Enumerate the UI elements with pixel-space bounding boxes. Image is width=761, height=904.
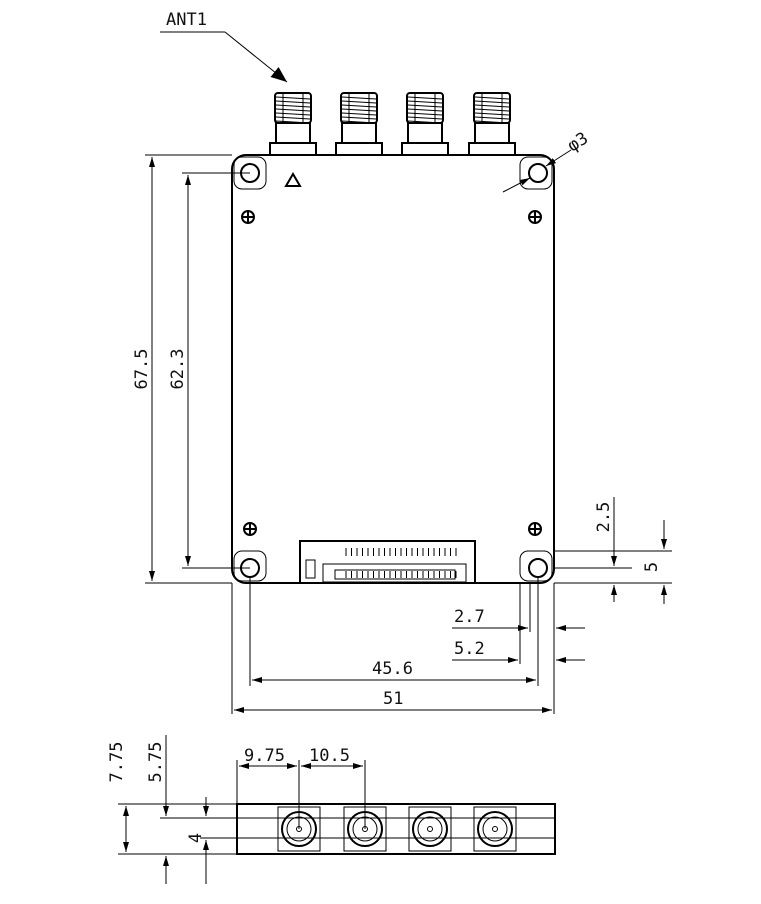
dimension-right-offsets: 2.5 5 bbox=[554, 497, 672, 604]
offset-side-label: 5 bbox=[642, 562, 662, 572]
side-height-b-label: 5.75 bbox=[146, 742, 166, 783]
edge-offset-b-label: 5.2 bbox=[454, 639, 485, 659]
dimension-side-height-a: 7.75 bbox=[107, 742, 237, 855]
connector-pitch-label: 10.5 bbox=[309, 746, 350, 766]
connector-pitch-first-label: 9.75 bbox=[244, 746, 285, 766]
dimension-edge-offset-b: 5.2 bbox=[452, 639, 585, 663]
sma-connectors bbox=[269, 92, 516, 156]
side-body bbox=[236, 803, 556, 855]
hole-diameter-leader: φ3 bbox=[502, 128, 592, 193]
antenna-label: ANT1 bbox=[166, 10, 207, 30]
sma-connector-icon bbox=[335, 92, 383, 156]
sma-connector-front-icon bbox=[473, 806, 517, 852]
width-holes-label: 45.6 bbox=[372, 659, 413, 679]
dimension-edge-offset-a: 2.7 bbox=[452, 607, 585, 631]
top-view: ANT1 φ3 67.5 62.3 2.5 bbox=[132, 10, 672, 714]
screw-icon bbox=[243, 522, 257, 536]
sma-connector-icon bbox=[401, 92, 449, 156]
dimension-side-height-b: 5.75 bbox=[146, 735, 237, 884]
module-body bbox=[231, 154, 555, 584]
screw-icon bbox=[528, 210, 542, 224]
screw-icon bbox=[241, 210, 255, 224]
dimension-height-overall: 67.5 bbox=[132, 154, 232, 584]
width-overall-label: 51 bbox=[383, 689, 403, 709]
fpc-connector bbox=[299, 540, 476, 584]
side-view: 9.75 10.5 7.75 5.75 4 bbox=[107, 735, 556, 884]
dimension-width-holes: 45.6 bbox=[252, 659, 536, 683]
height-overall-label: 67.5 bbox=[132, 349, 152, 390]
mounting-hole-bottom-right bbox=[519, 550, 553, 582]
offset-top-small-label: 2.5 bbox=[594, 502, 614, 533]
sma-connector-icon bbox=[269, 92, 317, 156]
pin1-triangle-icon bbox=[284, 172, 302, 187]
dimension-connector-pitch: 9.75 10.5 bbox=[236, 746, 366, 829]
dimension-width-overall: 51 bbox=[234, 689, 552, 713]
screw-icon bbox=[528, 522, 542, 536]
height-holes-label: 62.3 bbox=[168, 349, 188, 390]
sma-connector-icon bbox=[468, 92, 516, 156]
dimension-side-offset: 4 bbox=[186, 797, 237, 884]
mounting-hole-bottom-left bbox=[233, 550, 267, 582]
side-height-a-label: 7.75 bbox=[107, 742, 127, 783]
edge-offset-a-label: 2.7 bbox=[454, 607, 485, 627]
sma-connector-front-icon bbox=[408, 806, 452, 852]
dimension-height-holes: 62.3 bbox=[168, 172, 250, 569]
side-offset-label: 4 bbox=[186, 833, 206, 843]
antenna-label-leader: ANT1 bbox=[160, 10, 288, 83]
mounting-hole-top-right bbox=[519, 156, 553, 190]
